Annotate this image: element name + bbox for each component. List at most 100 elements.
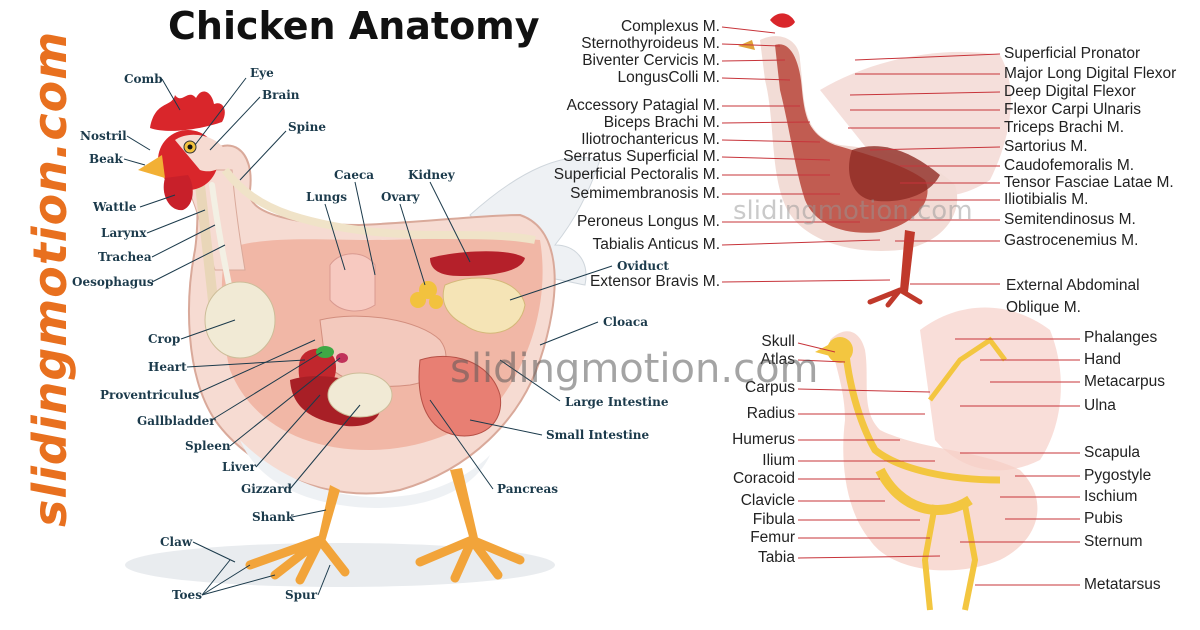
comb-shape (150, 91, 225, 131)
label-nostril: Nostril (80, 129, 127, 143)
label-toes: Toes (172, 588, 202, 602)
beak-shape (138, 155, 165, 178)
label-larynx: Larynx (101, 226, 147, 240)
label-pancreas: Pancreas (497, 482, 558, 496)
muscle-label-iliotrochantericus: Iliotrochantericus M. (581, 131, 720, 148)
label-shank: Shank (252, 510, 295, 524)
muscle-label-deep-digital-flexor: Deep Digital Flexor (1004, 83, 1136, 100)
gallbladder-organ (316, 346, 334, 358)
label-kidney: Kidney (408, 168, 455, 182)
skeleton-sternum (875, 467, 973, 515)
skeleton-label-femur: Femur (750, 529, 795, 546)
page-title: Chicken Anatomy (168, 4, 540, 48)
label-liver: Liver (222, 460, 256, 474)
skeleton-label-phalanges: Phalanges (1084, 329, 1158, 346)
muscle-label-accessory-patagial: Accessory Patagial M. (566, 97, 720, 114)
muscle-label-oblique: Oblique M. (1006, 299, 1081, 316)
skeleton-label-metatarsus: Metatarsus (1084, 576, 1161, 593)
label-crop: Crop (148, 332, 181, 346)
label-oesophagus: Oesophagus (72, 275, 154, 289)
muscle-label-major-long-digital-flexor: Major Long Digital Flexor (1004, 65, 1177, 82)
small-intestine-coil (418, 355, 502, 437)
label-lungs: Lungs (306, 190, 348, 204)
muscle-label-biventer-cervicis: Biventer Cervicis M. (582, 52, 720, 69)
label-oviduct: Oviduct (617, 259, 669, 273)
label-trachea: Trachea (98, 250, 152, 264)
label-spleen: Spleen (185, 439, 231, 453)
right-leg (450, 468, 478, 540)
muscle-label-semitendinosus: Semitendinosus M. (1004, 211, 1136, 228)
muscle-label-gastrocenemius: Gastrocenemius M. (1004, 232, 1139, 249)
label-beak: Beak (89, 152, 123, 166)
label-spur: Spur (285, 588, 318, 602)
label-comb: Comb (124, 72, 163, 86)
label-claw: Claw (160, 535, 193, 549)
muscle-label-sternothyroideus: Sternothyroideus M. (581, 35, 720, 52)
skeleton-label-ulna: Ulna (1084, 397, 1116, 414)
skeleton-spine (841, 344, 1001, 484)
skeleton-label-humerus: Humerus (732, 431, 795, 448)
skeleton-wing-bones (928, 336, 1007, 402)
gizzard-organ (327, 372, 393, 418)
muscle-label-semimembranosis: Semimembranosis M. (570, 185, 720, 202)
skeleton-label-fibula: Fibula (752, 511, 795, 528)
label-caeca: Caeca (334, 168, 375, 182)
muscle-label-extensor-bravis: Extensor Bravis M. (589, 273, 720, 290)
muscle-label-serratus-superficial: Serratus Superficial M. (563, 148, 720, 165)
skeleton-label-skull: Skull (761, 333, 795, 350)
label-small-intestine: Small Intestine (546, 428, 650, 442)
skeleton-skull (827, 337, 853, 363)
skeleton-leg-bones (921, 504, 979, 611)
skeleton-label-carpus: Carpus (745, 379, 795, 396)
skeleton-label-pubis: Pubis (1084, 510, 1123, 527)
skeleton-leader-lines (797, 338, 1080, 586)
skeleton-label-pygostyle: Pygostyle (1084, 467, 1152, 484)
muscle-wing-feathers (820, 51, 1011, 197)
muscle-label-tabialis-anticus: Tabialis Anticus M. (592, 236, 721, 253)
label-gizzard: Gizzard (241, 482, 292, 496)
left-leg (318, 485, 340, 542)
skeleton-label-sternum: Sternum (1084, 533, 1143, 550)
wattle-shape (163, 175, 193, 211)
skeleton-label-ilium: Ilium (762, 452, 795, 469)
muscle-comb (770, 13, 795, 28)
skeleton-label-metacarpus: Metacarpus (1084, 373, 1165, 390)
muscle-label-caudofemoralis: Caudofemoralis M. (1004, 157, 1135, 174)
muscle-label-flexor-carpi-ulnaris: Flexor Carpi Ulnaris (1004, 101, 1141, 118)
skeleton-label-coracoid: Coracoid (732, 470, 795, 487)
skeleton-label-clavicle: Clavicle (740, 492, 795, 509)
label-spine: Spine (288, 120, 326, 134)
skeleton-label-ischium: Ischium (1084, 488, 1138, 505)
label-gallbladder: Gallbladder (137, 414, 216, 428)
skeleton-label-scapula: Scapula (1084, 444, 1141, 461)
oviduct-organ (442, 277, 526, 334)
anatomy-leader-lines (123, 77, 613, 596)
label-ovary: Ovary (381, 190, 420, 204)
muscle-label-triceps-brachi: Triceps Brachi M. (1004, 119, 1125, 136)
label-brain: Brain (262, 88, 300, 102)
skeleton-body-outline (830, 331, 1038, 571)
label-proventriculus: Proventriculus (100, 388, 200, 402)
muscle-label-sartorius: Sartorius M. (1004, 138, 1088, 155)
skeleton-wing-feathers (920, 307, 1061, 471)
muscle-leg (900, 230, 915, 292)
skeleton-label-atlas: Atlas (760, 351, 795, 368)
kidney-organ (430, 251, 525, 276)
lungs-organ (329, 253, 376, 312)
site-brand-vertical: slidingmotion.com (23, 30, 77, 527)
right-toes (415, 535, 525, 583)
label-wattle: Wattle (93, 200, 137, 214)
muscle-label-peroneus-longus: Peroneus Longus M. (576, 213, 720, 230)
label-eye: Eye (250, 66, 274, 80)
muscle-label-superficial-pectoralis: Superficial Pectoralis M. (553, 166, 720, 183)
muscle-label-iliotibialis: Iliotibialis M. (1004, 191, 1089, 208)
label-cloaca: Cloaca (603, 315, 648, 329)
muscle-label-tensor-fasciae-latae: Tensor Fasciae Latae M. (1004, 174, 1174, 191)
crop-organ (204, 281, 276, 359)
label-large-intestine: Large Intestine (565, 395, 669, 409)
skeleton-label-radius: Radius (746, 405, 795, 422)
muscle-label-longuscolli: LongusColli M. (617, 69, 720, 86)
left-toes (245, 535, 350, 585)
